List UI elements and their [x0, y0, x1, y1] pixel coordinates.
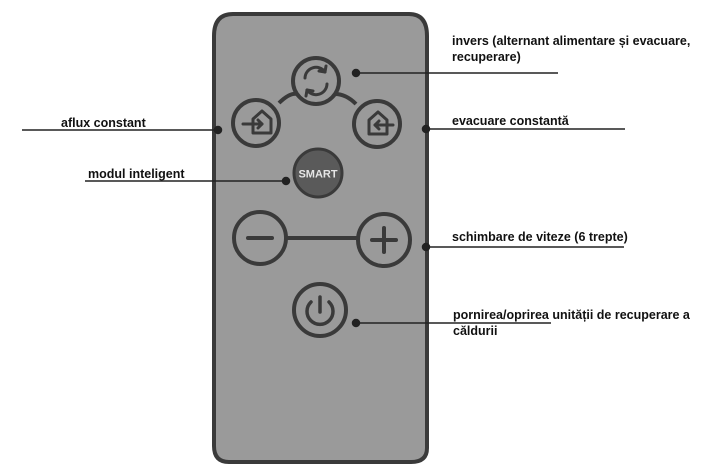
callout-intake-label: aflux constant: [61, 116, 146, 130]
leader-dot-power: [351, 318, 361, 328]
callout-smart-label: modul inteligent: [88, 167, 185, 181]
house-arrow-in-icon: [241, 109, 273, 135]
leader-dot-exhaust: [421, 124, 431, 134]
leader-dot-speed: [421, 242, 431, 252]
speed-up-button[interactable]: [356, 212, 412, 268]
leader-dot-reverse: [351, 68, 361, 78]
power-icon: [305, 295, 335, 327]
reverse-button[interactable]: [291, 56, 341, 106]
smart-button[interactable]: SMART: [292, 147, 344, 199]
power-button[interactable]: [292, 282, 348, 338]
callout-leaders: [22, 68, 625, 328]
callout-exhaust-label: evacuare constantă: [452, 114, 569, 128]
house-arrow-out-icon: [367, 110, 395, 136]
cycle-arrows-icon: [303, 64, 329, 98]
leader-dot-smart: [281, 176, 291, 186]
intake-button[interactable]: [231, 98, 281, 148]
plus-icon: [370, 226, 398, 254]
callout-power-label: pornirea/oprirea unității de recuperare …: [453, 308, 690, 338]
callout-speed-label: schimbare de viteze (6 trepte): [452, 230, 628, 244]
exhaust-button[interactable]: [352, 99, 402, 149]
leader-dot-intake: [213, 125, 223, 135]
callout-reverse-label: invers (alternant alimentare și evacuare…: [452, 34, 691, 64]
smart-button-label: SMART: [298, 169, 337, 181]
speed-down-button[interactable]: [232, 210, 288, 266]
